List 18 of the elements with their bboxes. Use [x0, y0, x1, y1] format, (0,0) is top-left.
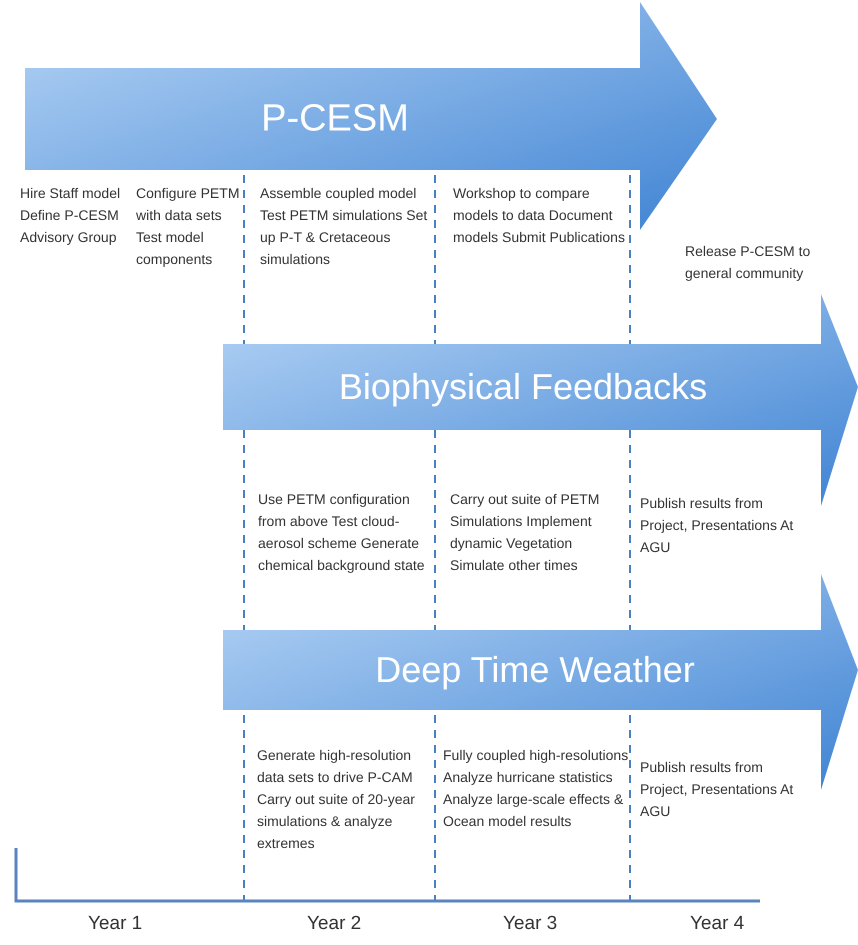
task-list: Fully coupled high-resolutions Analyze hurricane statistics Analyze large-scale effects & Ocean model results: [443, 744, 629, 832]
task-list: Use PETM configuration from above Test cloud-aerosol scheme Generate chemical background state: [258, 488, 434, 576]
year-label: Year 3: [503, 913, 558, 935]
arrow-title: Biophysical Feedbacks: [338, 366, 708, 408]
year-label: Year 2: [307, 913, 362, 935]
year-label: Year 1: [88, 913, 142, 935]
arrow-title: Deep Time Weather: [375, 649, 695, 691]
task-list: Hire Staff model Define P-CESM Advisory Group: [20, 182, 132, 248]
task-list: Workshop to compare models to data Document models Submit Publications: [453, 182, 625, 248]
task-list: Assemble coupled model Test PETM simulations Set up P-T & Cretaceous simulations: [260, 182, 432, 270]
task-list: Generate high-resolution data sets to drive P-CAM Carry out suite of 20-year simulations & analyze extremes: [257, 744, 433, 854]
task-list: Publish results from Project, Presentations At AGU: [640, 756, 800, 822]
arrow-title: P-CESM: [261, 98, 409, 140]
task-list: Configure PETM with data sets Test model components: [136, 182, 240, 270]
task-list: Release P-CESM to general community: [685, 240, 835, 284]
year-label: Year 4: [690, 913, 744, 935]
task-list: Carry out suite of PETM Simulations Implement dynamic Vegetation Simulate other times: [450, 488, 626, 576]
task-list: Publish results from Project, Presentations At AGU: [640, 492, 800, 558]
